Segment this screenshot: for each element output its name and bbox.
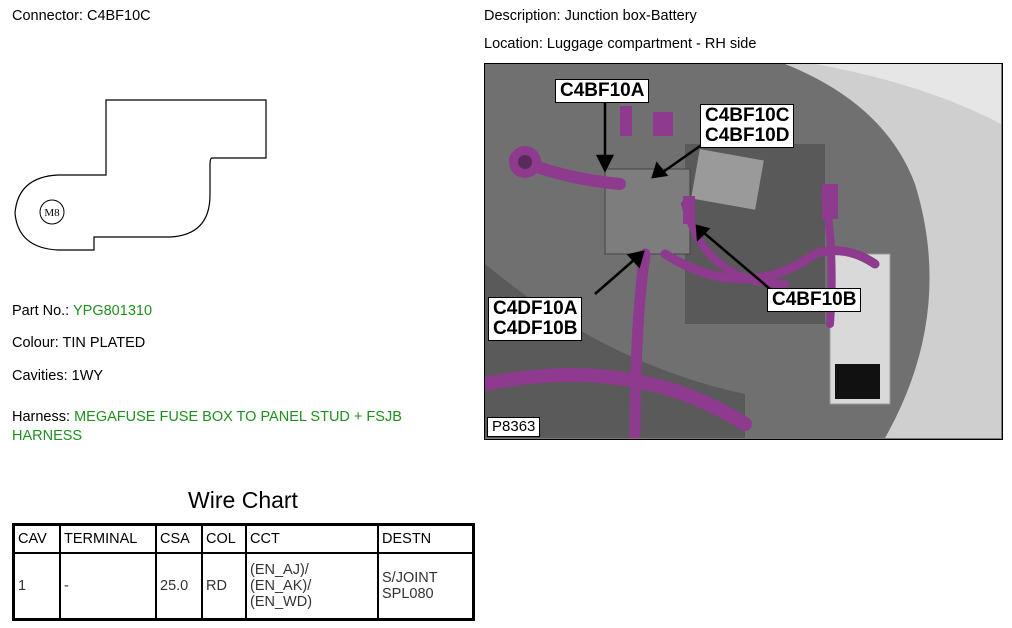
connector-value: C4BF10C (86, 8, 151, 24)
stud-label: M8 (44, 207, 60, 219)
header-cct: CCT (245, 523, 379, 554)
description-value: Junction box-Battery (564, 8, 697, 24)
cavities-value: 1WY (71, 368, 104, 384)
callout-c4df10a: C4DF10A (493, 298, 578, 319)
cct-line-3: (EN_WD) (250, 594, 313, 610)
photo-illustration (485, 64, 1001, 438)
harness-value-line1: MEGAFUSE FUSE BOX TO PANEL STUD + FSJB (74, 409, 402, 425)
location-line: Location: Luggage compartment - RH side (484, 35, 756, 53)
description-label: Description: (484, 8, 561, 24)
cct-line-1: (EN_AJ)/ (250, 562, 309, 578)
header-csa: CSA (155, 523, 203, 554)
cell-destn: S/JOINT SPL080 (377, 552, 475, 621)
location-label: Location: (484, 36, 543, 52)
destn-line-1: S/JOINT (382, 570, 438, 586)
harness-value-line2: HARNESS (12, 428, 83, 444)
connector-line: Connector: C4BF10C (12, 7, 151, 25)
callout-c4bf10d: C4BF10D (705, 125, 790, 146)
cavities-line: Cavities: 1WY (12, 367, 103, 385)
wire-chart-title: Wire Chart (188, 487, 298, 513)
description-line: Description: Junction box-Battery (484, 7, 697, 25)
callout-c4bf10c: C4BF10C (705, 105, 790, 126)
table-row: 1 - 25.0 RD (EN_AJ)/ (EN_AK)/ (EN_WD) S/… (12, 552, 475, 621)
colour-line: Colour: TIN PLATED (12, 334, 145, 352)
location-photo: C4BF10A C4BF10C C4BF10D C4DF10A C4DF10B … (484, 63, 1003, 440)
connector-label: Connector: (12, 8, 83, 24)
callout-c4df10a-c4df10b: C4DF10A C4DF10B (488, 297, 583, 341)
location-value: Luggage compartment - RH side (546, 36, 757, 52)
callout-c4bf10a: C4BF10A (555, 79, 650, 103)
colour-label: Colour: (12, 335, 59, 351)
callout-c4bf10c-c4bf10d: C4BF10C C4BF10D (700, 104, 795, 148)
header-terminal: TERMINAL (59, 523, 157, 554)
wire-chart-table: CAV TERMINAL CSA COL CCT DESTN 1 - 25.0 … (12, 523, 475, 621)
colour-value: TIN PLATED (62, 335, 146, 351)
header-cav: CAV (12, 523, 61, 554)
table-header-row: CAV TERMINAL CSA COL CCT DESTN (12, 523, 475, 554)
callout-c4df10b: C4DF10B (493, 318, 578, 339)
destn-line-2: SPL080 (382, 586, 434, 602)
harness-label: Harness: (12, 409, 71, 425)
part-label: Part No.: (12, 303, 70, 319)
cell-csa: 25.0 (155, 552, 203, 621)
cell-terminal: - (59, 552, 157, 621)
cavities-label: Cavities: (12, 368, 68, 384)
harness-line: Harness: MEGAFUSE FUSE BOX TO PANEL STUD… (12, 408, 402, 426)
part-number: YPG801310 (73, 303, 153, 319)
photo-id: P8363 (487, 417, 541, 437)
part-line: Part No.: YPG801310 (12, 302, 152, 320)
callout-c4bf10b: C4BF10B (767, 288, 862, 312)
header-destn: DESTN (377, 523, 475, 554)
cell-cct: (EN_AJ)/ (EN_AK)/ (EN_WD) (245, 552, 379, 621)
connector-outline-drawing: M8 (14, 99, 267, 251)
header-col: COL (201, 523, 247, 554)
cell-cav: 1 (12, 552, 61, 621)
cct-line-2: (EN_AK)/ (250, 578, 312, 594)
cell-col: RD (201, 552, 247, 621)
